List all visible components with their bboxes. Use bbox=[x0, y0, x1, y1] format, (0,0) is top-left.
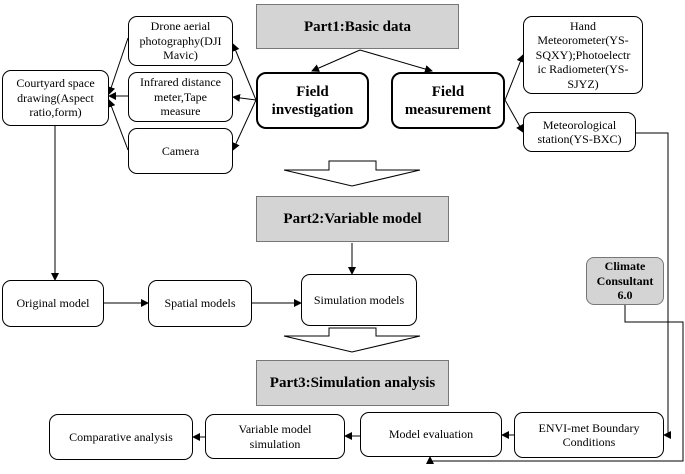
camera-box: Camera bbox=[128, 128, 233, 174]
part1-title: Part1:Basic data bbox=[256, 4, 459, 49]
model-evaluation-box: Model evaluation bbox=[360, 412, 502, 457]
arrow-measurement-to-station bbox=[504, 99, 524, 133]
arrow-investigation-to-infrared bbox=[232, 93, 257, 102]
arrow-investigation-to-camera bbox=[232, 99, 257, 151]
courtyard-drawing-box: Courtyard space drawing(Aspect ratio,for… bbox=[2, 70, 109, 126]
climate-consultant-box: Climate Consultant 6.0 bbox=[586, 257, 664, 305]
block-arrow-part2-to-part3 bbox=[283, 327, 421, 353]
drone-photography-label: Drone aerial photography(DJI Mavic) bbox=[139, 19, 222, 63]
field-measurement-label: Field measurement bbox=[404, 83, 492, 118]
arrow-investigation-to-drone bbox=[231, 43, 257, 101]
arrow-drone-to-courtyard bbox=[107, 37, 129, 95]
climate-consultant-label: Climate Consultant 6.0 bbox=[596, 259, 654, 303]
variable-model-simulation-box: Variable model simulation bbox=[205, 414, 345, 459]
original-model-label: Original model bbox=[16, 296, 90, 311]
camera-label: Camera bbox=[161, 143, 200, 158]
part2-title: Part2:Variable model bbox=[256, 196, 449, 242]
part1-title-text: Part1:Basic data bbox=[303, 18, 412, 35]
infrared-meter-box: Infrared distance meter,Tape measure bbox=[128, 72, 233, 122]
field-investigation-label: Field investigation bbox=[271, 83, 354, 118]
comparative-analysis-label: Comparative analysis bbox=[69, 429, 173, 444]
field-investigation-box: Field investigation bbox=[256, 72, 369, 129]
meteorological-station-label: Meteorological station(YS-BXC) bbox=[537, 117, 622, 146]
spatial-models-box: Spatial models bbox=[148, 280, 252, 327]
model-evaluation-label: Model evaluation bbox=[388, 427, 474, 442]
simulation-models-label: Simulation models bbox=[313, 292, 405, 307]
part2-title-text: Part2:Variable model bbox=[283, 211, 422, 227]
envi-met-label: ENVI-met Boundary Conditions bbox=[538, 420, 640, 449]
variable-model-simulation-label: Variable model simulation bbox=[238, 422, 312, 451]
part3-title: Part3:Simulation analysis bbox=[256, 360, 449, 406]
original-model-box: Original model bbox=[2, 280, 104, 327]
envi-met-box: ENVI-met Boundary Conditions bbox=[514, 412, 664, 458]
field-measurement-box: Field measurement bbox=[391, 72, 505, 129]
simulation-models-box: Simulation models bbox=[301, 274, 417, 326]
hand-meteorometer-box: Hand Meteorometer(YS- SQXY);Photoelectr … bbox=[523, 16, 643, 94]
hand-meteorometer-label: Hand Meteorometer(YS- SQXY);Photoelectr … bbox=[535, 19, 631, 91]
comparative-analysis-box: Comparative analysis bbox=[49, 414, 193, 460]
meteorological-station-box: Meteorological station(YS-BXC) bbox=[523, 112, 636, 152]
arrow-measurement-to-hand-meteorometer bbox=[504, 54, 525, 101]
arrow-camera-to-courtyard bbox=[107, 99, 129, 151]
courtyard-drawing-label: Courtyard space drawing(Aspect ratio,for… bbox=[16, 76, 95, 120]
arrow-part1-to-field-measurement bbox=[359, 49, 433, 73]
arrow-part1-to-field-investigation bbox=[311, 49, 361, 72]
drone-photography-box: Drone aerial photography(DJI Mavic) bbox=[128, 16, 233, 66]
block-arrow-part1-to-part2 bbox=[283, 160, 421, 187]
infrared-meter-label: Infrared distance meter,Tape measure bbox=[140, 75, 221, 119]
spatial-models-label: Spatial models bbox=[164, 296, 236, 311]
part3-title-text: Part3:Simulation analysis bbox=[269, 375, 436, 391]
